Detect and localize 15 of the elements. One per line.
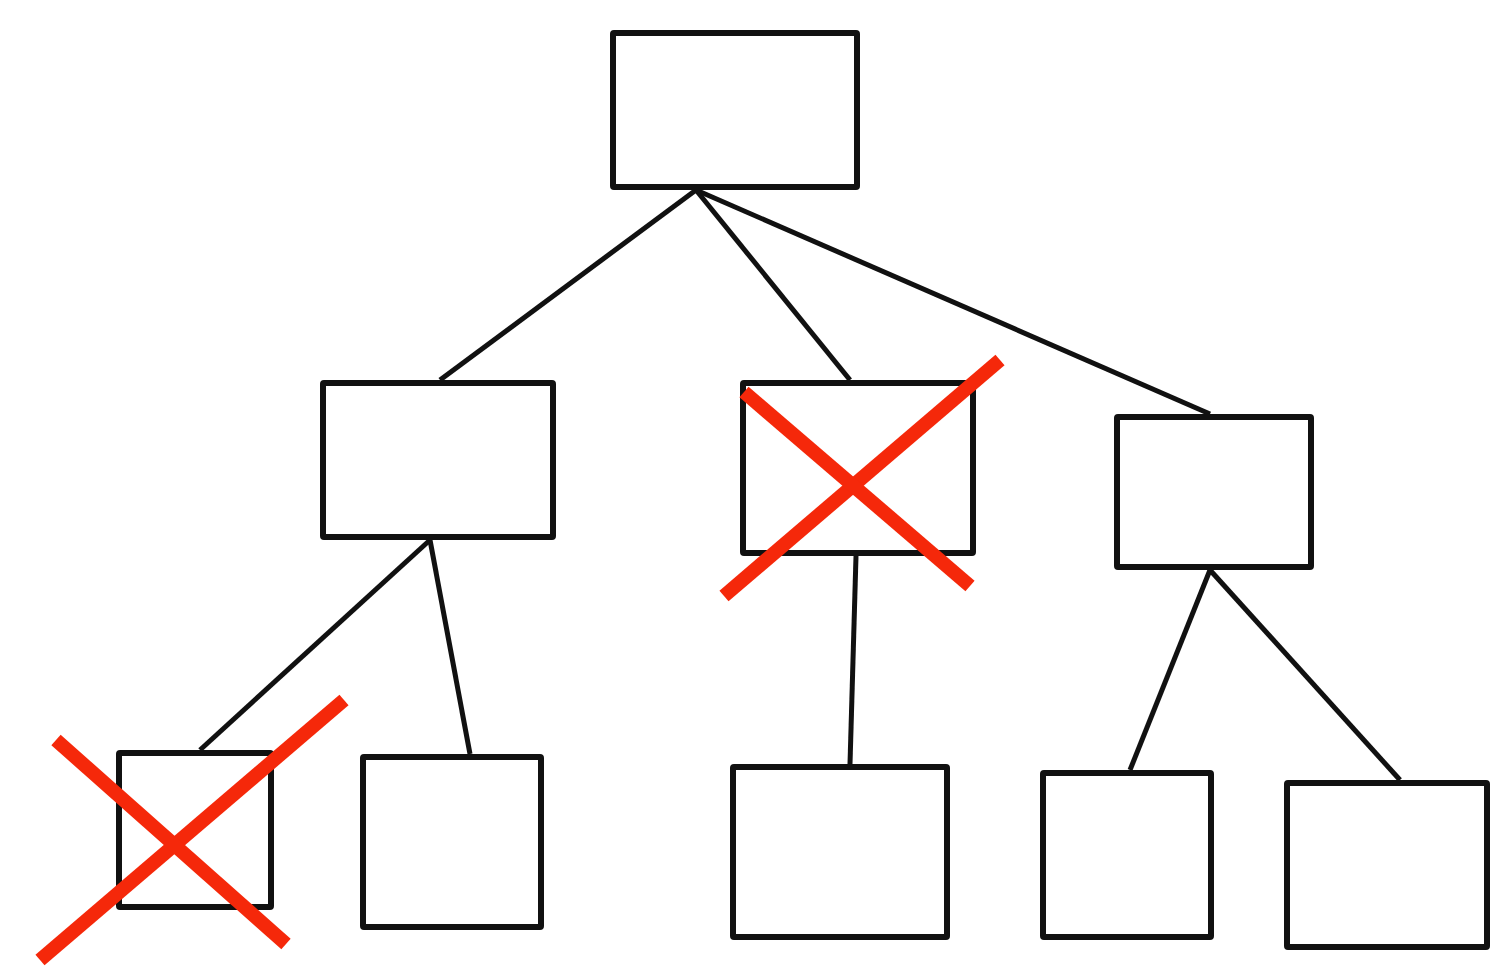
connector-line	[1208, 568, 1402, 782]
connector-line	[198, 538, 432, 752]
empty-box	[730, 764, 950, 940]
connector-line	[438, 188, 698, 382]
empty-box	[1040, 770, 1214, 940]
connector-line	[847, 555, 859, 765]
empty-box	[1284, 780, 1490, 950]
empty-box	[320, 380, 556, 540]
empty-box	[1114, 414, 1314, 570]
connector-line	[695, 187, 1211, 417]
connector-line	[1127, 569, 1213, 771]
empty-box	[360, 754, 544, 930]
connector-line	[694, 188, 852, 382]
empty-box	[610, 30, 860, 190]
connector-line	[427, 539, 473, 755]
